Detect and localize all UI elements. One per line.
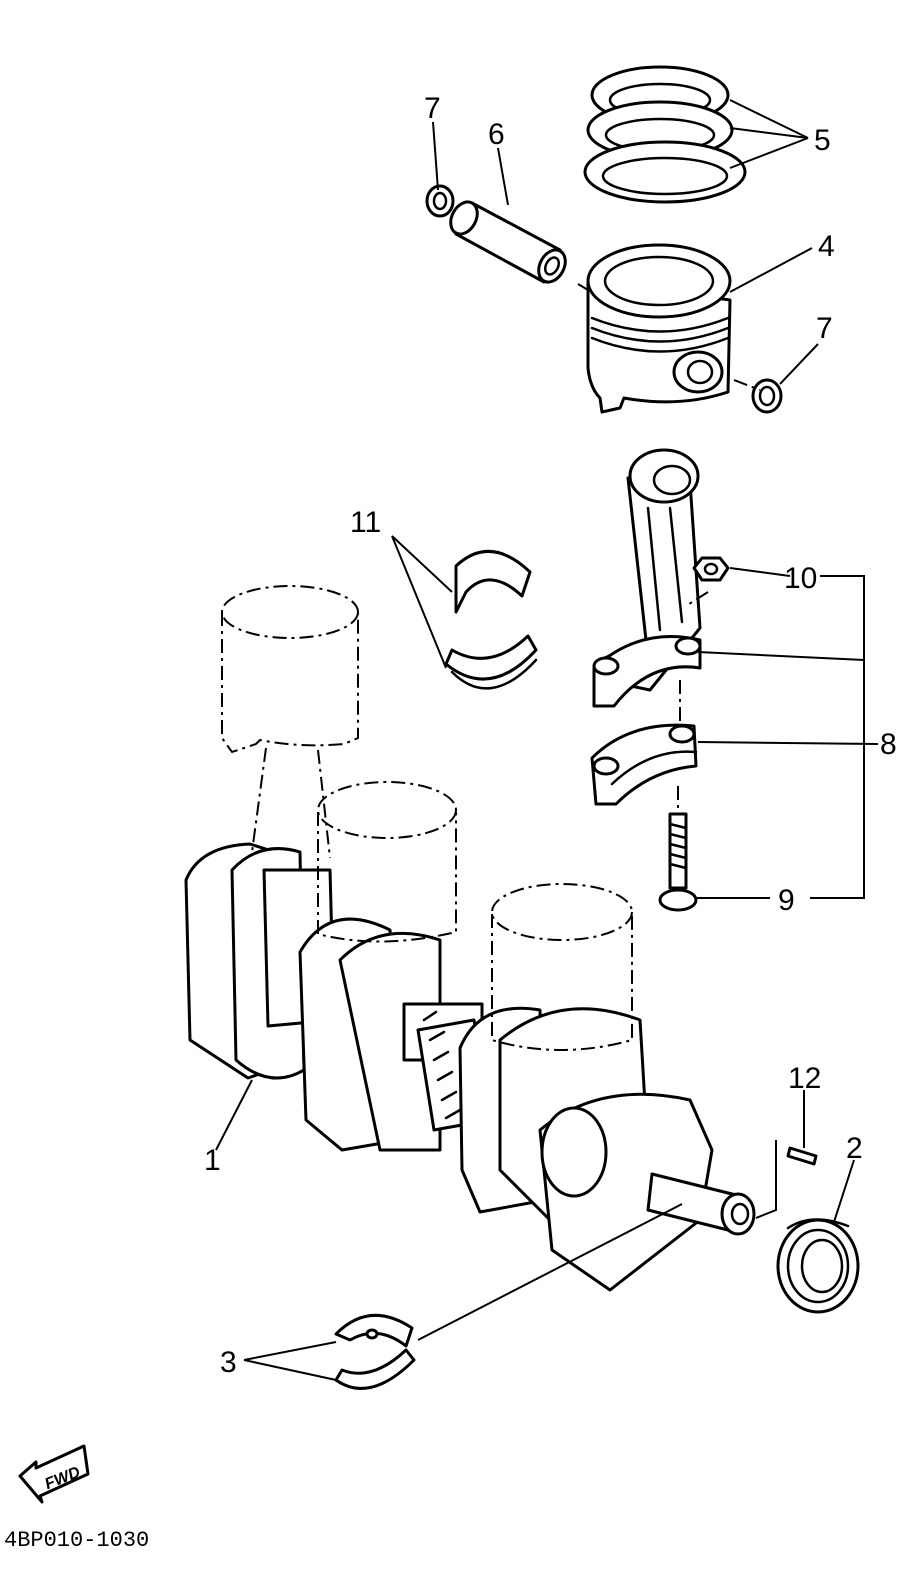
callout-5: 5	[814, 124, 831, 157]
callout-10: 10	[784, 562, 817, 595]
callout-11: 11	[350, 506, 381, 539]
piston-pin	[449, 200, 567, 284]
piston	[586, 243, 732, 414]
callout-4: 4	[818, 230, 835, 263]
callout-1: 1	[204, 1144, 221, 1177]
drawing-code: 4BP010-1030	[4, 1528, 149, 1553]
callout-7-lower: 7	[816, 312, 833, 345]
callout-3: 3	[220, 1346, 237, 1379]
leader-lines	[215, 99, 879, 1381]
crankshaft	[184, 842, 756, 1292]
forward-arrow-icon: FWD	[18, 1444, 90, 1504]
rod-nut	[692, 556, 730, 582]
callout-2: 2	[846, 1132, 863, 1165]
crankshaft-bearings	[334, 1314, 416, 1390]
phantom-pistons	[221, 585, 633, 1051]
big-end-bearings	[444, 550, 538, 690]
callout-7-upper: 7	[424, 92, 441, 125]
callout-6: 6	[488, 118, 505, 151]
rod-cap	[590, 723, 698, 806]
circlip-lower	[751, 378, 783, 414]
rod-bolt	[658, 812, 698, 912]
dowel-pin	[786, 1146, 818, 1166]
oil-seal	[776, 1218, 860, 1314]
callout-12: 12	[788, 1062, 821, 1095]
callout-9: 9	[778, 884, 795, 917]
circlip-upper	[425, 184, 455, 218]
callout-8: 8	[880, 728, 897, 761]
connecting-rod	[592, 448, 702, 708]
piston-rings	[583, 65, 747, 204]
